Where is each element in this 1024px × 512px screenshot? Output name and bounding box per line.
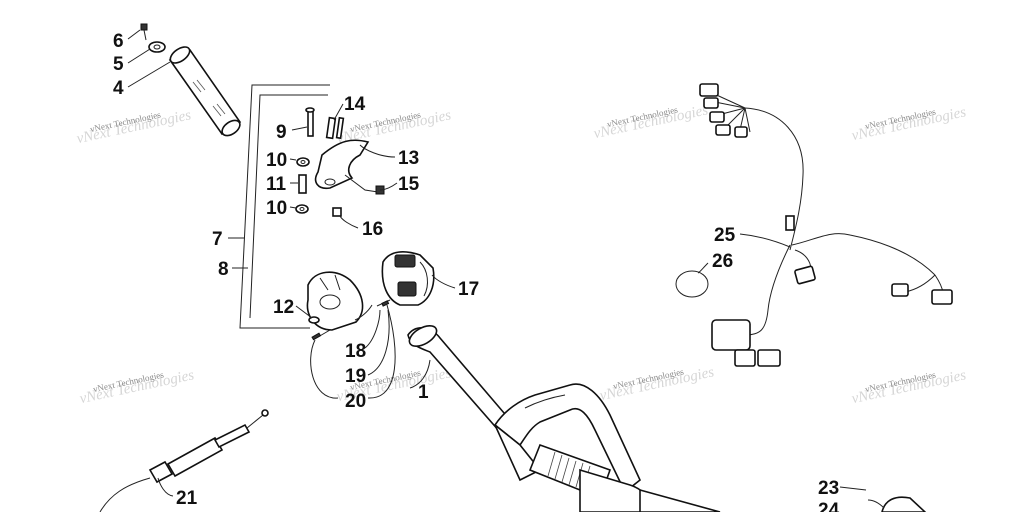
callout-18: 18	[345, 341, 366, 362]
throttle-cable	[99, 409, 269, 512]
callout-19: 19	[345, 366, 366, 387]
callout-15: 15	[398, 174, 420, 195]
callout-20: 20	[345, 391, 366, 412]
callout-26: 26	[712, 251, 733, 272]
clamp-ring	[675, 270, 709, 298]
callout-24: 24	[818, 500, 840, 512]
callout-13: 13	[398, 148, 419, 169]
callout-21: 21	[176, 488, 198, 509]
callout-11: 11	[266, 174, 287, 195]
callout-23: 23	[818, 478, 839, 499]
callout-25: 25	[714, 225, 736, 246]
grip-part	[140, 23, 242, 137]
watermarks: vNext Technologies vNext Technologies vN…	[75, 102, 967, 407]
throttle-housing	[306, 271, 391, 341]
switch-housing	[381, 251, 435, 306]
callout-14: 14	[344, 94, 366, 115]
callout-10-lower: 10	[266, 198, 287, 219]
callout-10-upper: 10	[266, 150, 287, 171]
wiring-harness	[699, 83, 953, 367]
callout-4: 4	[113, 78, 124, 99]
callout-12: 12	[273, 297, 294, 318]
leader-lines	[127, 29, 867, 497]
callout-7: 7	[212, 229, 223, 250]
callout-5: 5	[113, 54, 124, 75]
assembly-bracket	[239, 84, 330, 329]
handlebar	[407, 324, 721, 512]
callout-numbers: 6 5 4 7 8 9 10 11 10 12 13 14 15 16 17 1…	[113, 31, 840, 512]
mount-part	[867, 496, 927, 512]
callout-6: 6	[113, 31, 124, 52]
callout-17: 17	[458, 279, 479, 300]
callout-8: 8	[218, 259, 229, 280]
callout-9: 9	[276, 122, 287, 143]
callout-1: 1	[418, 382, 429, 403]
callout-16: 16	[362, 219, 383, 240]
